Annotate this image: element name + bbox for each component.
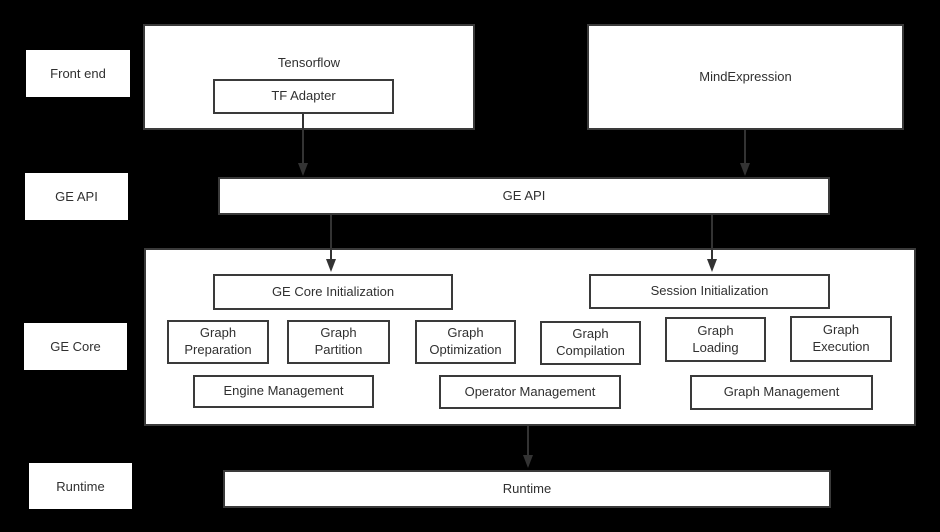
arrow-tf-adapter-to-ge-api [298, 114, 308, 176]
mindexpression-box: MindExpression [587, 24, 904, 130]
arrow-ge-core-to-runtime [523, 426, 533, 468]
arrow-stem [744, 130, 746, 165]
graph-preparation-box: Graph Preparation [167, 320, 269, 364]
row-label-front-end: Front end [26, 50, 130, 97]
graph-preparation-label: Graph Preparation [184, 325, 252, 357]
row-label-runtime-text: Runtime [56, 478, 105, 494]
operator-management-box: Operator Management [439, 375, 621, 409]
arrow-head-icon [298, 163, 308, 176]
row-label-ge-api: GE API [25, 173, 128, 220]
tf-adapter-box: TF Adapter [213, 79, 394, 114]
arrow-ge-api-to-session-init [707, 215, 717, 272]
session-initialization-label: Session Initialization [650, 283, 769, 299]
graph-compilation-box: Graph Compilation [540, 321, 641, 365]
tensorflow-label: Tensorflow [277, 55, 341, 70]
row-label-ge-core: GE Core [24, 323, 127, 370]
row-label-runtime: Runtime [29, 463, 132, 509]
arrow-head-icon [523, 455, 533, 468]
tf-adapter-label: TF Adapter [271, 88, 336, 104]
graph-optimization-label: Graph Optimization [429, 325, 502, 357]
row-label-front-end-text: Front end [50, 66, 106, 81]
graph-management-label: Graph Management [723, 384, 840, 400]
graph-compilation-label: Graph Compilation [556, 326, 625, 358]
graph-optimization-box: Graph Optimization [415, 320, 516, 364]
graph-execution-box: Graph Execution [790, 316, 892, 362]
session-initialization-box: Session Initialization [589, 274, 830, 309]
engine-management-box: Engine Management [193, 375, 374, 408]
row-label-ge-api-text: GE API [55, 189, 98, 204]
arrow-stem [330, 215, 332, 261]
arrow-head-icon [740, 163, 750, 176]
ge-api-bar-label: GE API [502, 187, 546, 203]
tensorflow-box: Tensorflow [143, 24, 475, 130]
mindexpression-label: MindExpression [699, 68, 792, 84]
arrow-ge-api-to-ge-core-init [326, 215, 336, 272]
runtime-bar-label: Runtime [502, 480, 552, 496]
arrow-stem [527, 426, 529, 457]
graph-loading-box: Graph Loading [665, 317, 766, 362]
arrow-stem [711, 215, 713, 261]
graph-loading-label: Graph Loading [692, 322, 739, 355]
arrow-head-icon [326, 259, 336, 272]
graph-management-box: Graph Management [690, 375, 873, 410]
graph-partition-label: Graph Partition [314, 325, 363, 357]
graph-partition-box: Graph Partition [287, 320, 390, 364]
graph-execution-label: Graph Execution [812, 322, 870, 354]
arrow-head-icon [707, 259, 717, 272]
engine-management-label: Engine Management [223, 383, 344, 399]
operator-management-label: Operator Management [464, 383, 596, 399]
ge-core-initialization-label: GE Core Initialization [271, 283, 395, 299]
row-label-ge-core-text: GE Core [50, 339, 101, 354]
runtime-bar: Runtime [223, 470, 831, 508]
ge-api-bar: GE API [218, 177, 830, 215]
ge-core-initialization-box: GE Core Initialization [213, 274, 453, 310]
arrow-mindexpression-to-ge-api [740, 130, 750, 176]
arrow-stem [302, 114, 304, 165]
